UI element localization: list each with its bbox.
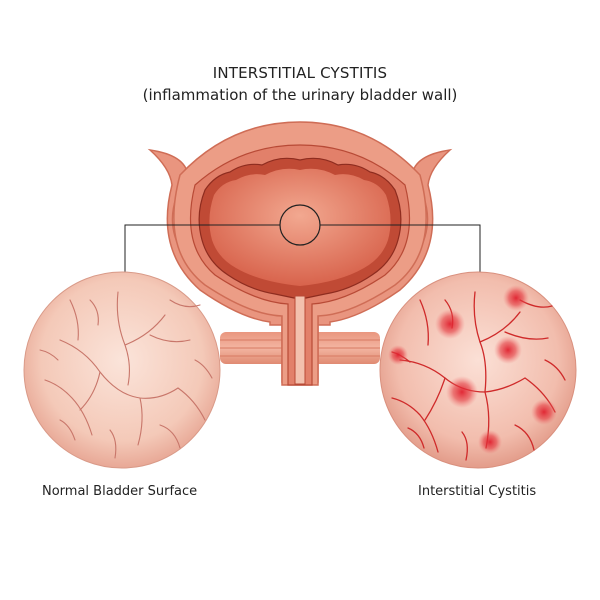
- diagram-subtitle: (inflammation of the urinary bladder wal…: [142, 86, 458, 104]
- inflamed-surface-circle: [379, 271, 577, 469]
- diagram-title: INTERSTITIAL CYSTITIS: [212, 64, 388, 82]
- normal-surface-label: Normal Bladder Surface: [42, 484, 198, 499]
- inflammation-spots: [388, 285, 557, 454]
- normal-surface-circle: [23, 271, 221, 469]
- bladder: [147, 121, 453, 386]
- interstitial-cystitis-label: Interstitial Cystitis: [418, 484, 537, 499]
- connector-lines: [124, 224, 481, 274]
